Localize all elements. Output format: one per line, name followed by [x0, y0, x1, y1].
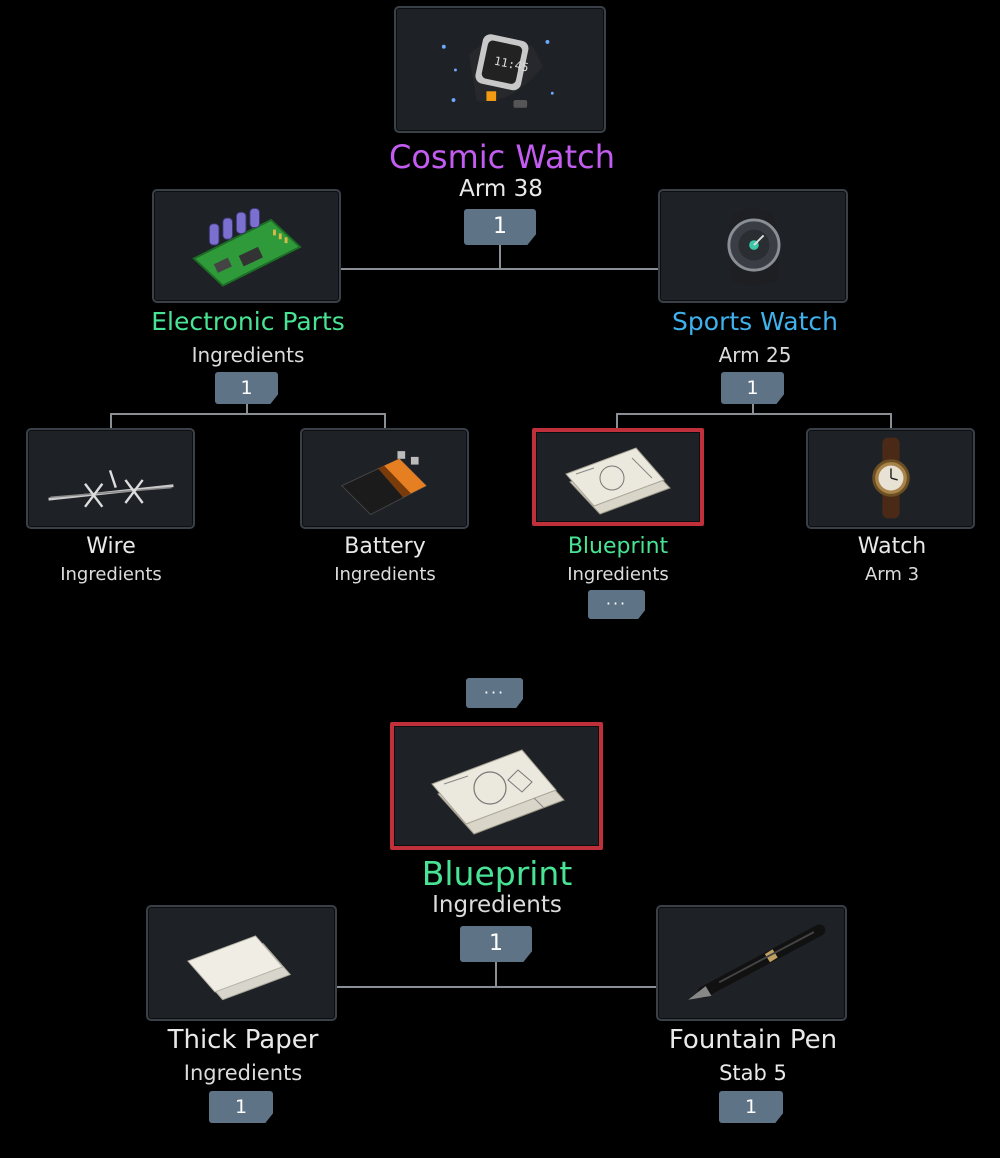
connector-right-horizontal — [616, 413, 892, 415]
barbed-wire-icon — [48, 469, 174, 508]
sports-watch-tile[interactable] — [658, 189, 848, 303]
battery-name: Battery — [344, 534, 426, 559]
fountain-pen-stat: Stab 5 — [719, 1061, 787, 1085]
wire-name: Wire — [86, 534, 136, 559]
sports-watch-count-badge: 1 — [721, 372, 784, 404]
connector-top-horizontal — [340, 268, 660, 270]
electronic-parts-sub: Ingredients — [191, 343, 305, 367]
battery-icon — [340, 451, 428, 516]
thick-paper-sub: Ingredients — [183, 1061, 303, 1085]
connector-top-vertical — [499, 244, 501, 270]
connector-right-drop-2 — [890, 413, 892, 428]
expand-more-button[interactable]: ··· — [466, 678, 523, 708]
thick-paper-tile[interactable] — [146, 905, 337, 1021]
fountain-pen-tile[interactable] — [656, 905, 847, 1021]
watch-name: Watch — [857, 534, 927, 559]
blueprint-detail-count-badge: 1 — [460, 926, 532, 962]
electronic-parts-tile[interactable] — [152, 189, 341, 303]
fountain-pen-count-badge: 1 — [719, 1091, 783, 1123]
cosmic-watch-name: Cosmic Watch — [388, 138, 616, 176]
blueprint-detail-tile[interactable] — [390, 722, 603, 850]
electronic-parts-count-badge: 1 — [215, 372, 278, 404]
blueprint-sub: Ingredients — [567, 564, 669, 585]
smartwatch-icon: 11:45 — [441, 34, 554, 108]
sports-watch-name: Sports Watch — [672, 307, 838, 336]
connector-left-vertical — [246, 402, 248, 414]
cosmic-watch-tile[interactable]: 11:45 — [394, 6, 606, 133]
battery-sub: Ingredients — [334, 564, 436, 585]
wristwatch-icon — [872, 437, 910, 519]
circuit-board-icon — [192, 207, 302, 287]
connector-left-drop-1 — [110, 413, 112, 428]
connector-left-horizontal — [110, 413, 386, 415]
fountain-pen-icon — [688, 924, 826, 1000]
blueprint-detail-name: Blueprint — [421, 854, 573, 893]
watch-stat: Arm 3 — [864, 564, 920, 585]
blueprint-icon — [565, 447, 671, 515]
cosmic-watch-count-badge: 1 — [464, 209, 536, 245]
connector-right-vertical — [752, 402, 754, 414]
connector-detail-horizontal — [335, 986, 658, 988]
wire-tile[interactable] — [26, 428, 195, 529]
watch-tile[interactable] — [806, 428, 975, 529]
thick-paper-name: Thick Paper — [167, 1025, 319, 1055]
connector-detail-vertical — [495, 960, 497, 988]
blueprint-more-button[interactable]: ··· — [588, 590, 645, 619]
connector-left-drop-2 — [384, 413, 386, 428]
fountain-pen-name: Fountain Pen — [668, 1025, 838, 1055]
sports-watch-icon — [727, 208, 781, 286]
sports-watch-stat: Arm 25 — [718, 343, 792, 367]
blueprint-tile-selected[interactable] — [532, 428, 704, 526]
battery-tile[interactable] — [300, 428, 469, 529]
wire-sub: Ingredients — [60, 564, 162, 585]
blueprint-name: Blueprint — [567, 534, 669, 559]
blueprint-detail-sub: Ingredients — [432, 892, 562, 918]
paper-icon — [187, 935, 292, 1001]
electronic-parts-name: Electronic Parts — [151, 307, 345, 336]
thick-paper-count-badge: 1 — [209, 1091, 273, 1123]
blueprint-icon — [431, 749, 565, 835]
connector-right-drop-1 — [616, 413, 618, 428]
cosmic-watch-stat: Arm 38 — [459, 176, 543, 202]
